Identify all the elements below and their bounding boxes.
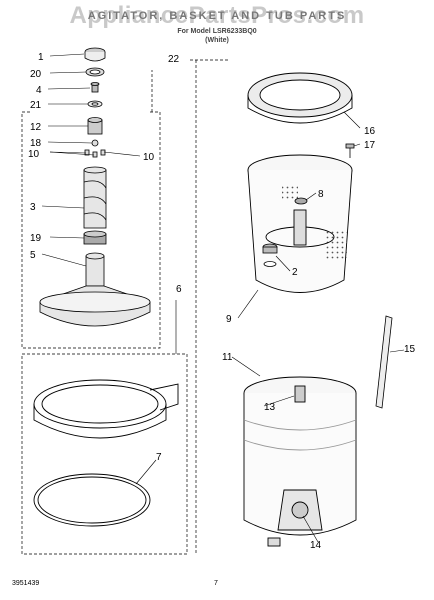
callout-5: 5 bbox=[30, 250, 36, 261]
callout-10-left: 10 bbox=[28, 149, 40, 160]
model-subtitle: For Model LSR6233BQ0 bbox=[177, 28, 257, 35]
callout-12: 12 bbox=[30, 122, 42, 133]
callout-10-right: 10 bbox=[143, 152, 155, 163]
callout-22: 22 bbox=[168, 54, 180, 65]
callout-8: 8 bbox=[318, 189, 324, 200]
basket bbox=[247, 154, 353, 293]
callout-11: 11 bbox=[222, 352, 233, 363]
page-number: 7 bbox=[214, 580, 218, 587]
tub-ring bbox=[33, 379, 179, 439]
hose bbox=[375, 315, 393, 409]
drive-block bbox=[262, 243, 278, 267]
callout-2: 2 bbox=[292, 267, 298, 278]
auger bbox=[83, 166, 107, 229]
callout-19: 19 bbox=[30, 233, 42, 244]
group-box-tub-ring bbox=[21, 353, 188, 555]
coupling bbox=[83, 230, 107, 245]
connector-lines bbox=[190, 59, 230, 554]
spring-and-dogs bbox=[84, 139, 106, 158]
callout-17: 17 bbox=[364, 140, 376, 151]
callout-7: 7 bbox=[156, 452, 162, 463]
diagram-title: AGITATOR, BASKET AND TUB PARTS bbox=[87, 10, 347, 22]
cam bbox=[87, 117, 103, 135]
callout-16: 16 bbox=[364, 126, 376, 137]
color-note: (White) bbox=[205, 37, 229, 44]
washer bbox=[87, 100, 103, 108]
callout-13: 13 bbox=[264, 402, 276, 413]
agitator-base bbox=[39, 252, 151, 327]
callout-3: 3 bbox=[30, 202, 36, 213]
outer-tub bbox=[243, 376, 357, 547]
group-box-agitator bbox=[21, 70, 161, 349]
retainer bbox=[85, 67, 105, 77]
balance-ring bbox=[247, 72, 353, 124]
callout-14: 14 bbox=[310, 540, 322, 551]
callout-9: 9 bbox=[226, 314, 232, 325]
screw bbox=[345, 143, 355, 158]
seal-ring bbox=[33, 473, 151, 527]
callout-6: 6 bbox=[176, 284, 182, 295]
callout-15: 15 bbox=[404, 344, 416, 355]
agitator-cap bbox=[84, 47, 106, 62]
spanner-nut bbox=[294, 197, 308, 205]
callout-20: 20 bbox=[30, 69, 42, 80]
leader-lines bbox=[41, 53, 405, 543]
bolt bbox=[90, 82, 100, 93]
callout-1: 1 bbox=[38, 52, 44, 63]
callout-18: 18 bbox=[30, 138, 42, 149]
watermark: AppliancePartsPros.com bbox=[69, 2, 365, 29]
callout-21: 21 bbox=[30, 100, 42, 111]
callout-4: 4 bbox=[36, 85, 42, 96]
document-number: 3951439 bbox=[12, 580, 40, 587]
